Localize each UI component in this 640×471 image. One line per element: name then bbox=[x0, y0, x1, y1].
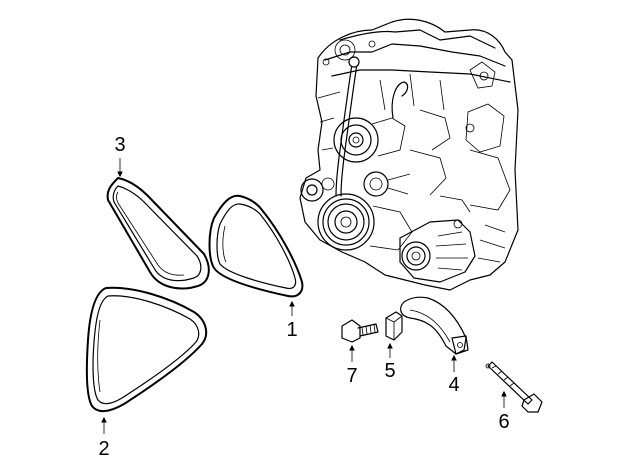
bracket-part-4 bbox=[400, 296, 469, 355]
callout-label-7: 7 bbox=[346, 365, 357, 387]
callout-label-3: 3 bbox=[114, 134, 125, 156]
callout-leaders bbox=[101, 158, 507, 434]
bolt-part-6 bbox=[485, 361, 543, 413]
bolt-part-7 bbox=[341, 319, 379, 343]
spacer-part-5 bbox=[385, 311, 403, 341]
callout-label-4: 4 bbox=[448, 374, 459, 396]
callout-label-6: 6 bbox=[498, 411, 509, 433]
callout-label-5: 5 bbox=[384, 360, 395, 382]
callout-label-1: 1 bbox=[286, 319, 297, 341]
belt-part-2 bbox=[85, 286, 208, 412]
belt-part-1 bbox=[208, 194, 304, 298]
belt-part-3 bbox=[106, 177, 210, 290]
engine-assembly bbox=[299, 18, 519, 291]
callout-label-2: 2 bbox=[98, 438, 109, 460]
